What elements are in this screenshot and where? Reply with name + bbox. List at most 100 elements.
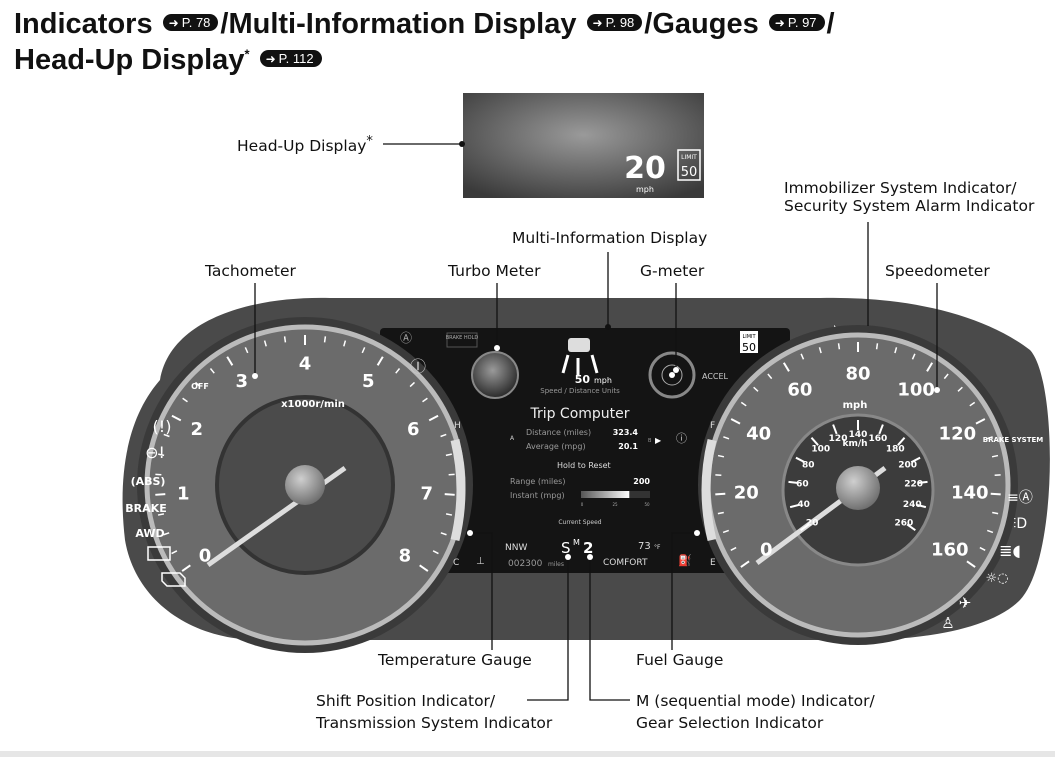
fuel-f: F: [710, 421, 715, 431]
outside-temp: 73: [638, 541, 651, 552]
speed-minor-tick: [753, 386, 759, 392]
speed-minor-tick: [717, 454, 725, 458]
tach-hub: [285, 465, 325, 505]
callout-m: M (sequential mode) Indicator/Gear Selec…: [636, 692, 875, 732]
fog-light-icon: ⫶D: [1013, 516, 1027, 532]
coolant-icon: ⊥: [476, 556, 485, 567]
speed-tick-label: 160: [931, 540, 969, 561]
hud-limit-sign: [677, 149, 701, 181]
door-icon: Ⓘ: [410, 357, 426, 376]
speed-minor-tick: [979, 546, 986, 552]
heading-hud: Head-Up Display: [14, 44, 245, 76]
kmh-unit: km/h: [842, 439, 867, 449]
car-icon: [568, 338, 590, 352]
heading-indicators: Indicators: [14, 8, 153, 40]
acc-subtitle: Speed / Distance Units: [540, 387, 620, 395]
speed-tick: [966, 560, 976, 568]
kmh-tick-label: 260: [894, 518, 913, 528]
speed-tick: [782, 362, 790, 372]
tach-minor-tick: [263, 340, 267, 347]
distance-value: 323.4: [613, 428, 639, 437]
brake-system-indicator: BRAKE SYSTEM: [983, 436, 1043, 444]
gear-selection-indicator: 2: [583, 539, 593, 557]
acc-icon: Ⓐ: [400, 331, 412, 345]
callout-turbo: Turbo Meter: [448, 262, 541, 280]
trip-b-tag: B: [648, 438, 652, 444]
kmh-tick: [917, 480, 928, 485]
temperature-gauge-bar: [450, 438, 466, 542]
tach-tick-label: 8: [399, 545, 412, 566]
tach-minor-tick: [182, 397, 188, 403]
instant-scale-25: 25: [612, 502, 618, 507]
tach-tick-label: 4: [299, 353, 312, 374]
page-ref-link[interactable]: ➜P. 98: [586, 13, 643, 31]
speed-tick-label: 80: [845, 363, 870, 384]
tach-tick: [181, 564, 191, 572]
hud-limit-label: LIMIT: [681, 154, 697, 161]
awd-indicator: AWD: [135, 527, 164, 540]
kmh-tick-label: 140: [849, 430, 868, 440]
instant-label: Instant (mpg): [510, 491, 565, 500]
limit-sign: [740, 331, 758, 353]
temp-c: C: [453, 558, 459, 568]
speed-minor-tick: [818, 347, 822, 354]
speed-tick-label: 0: [760, 540, 773, 561]
kmh-tick-label: 200: [898, 460, 917, 470]
trip-a-tag: A: [510, 435, 515, 442]
tach-minor-tick: [395, 368, 401, 374]
heading-slash: /: [826, 8, 835, 40]
heading-gauges: /Gauges: [644, 8, 759, 40]
page-ref-link[interactable]: ➜P. 78: [162, 13, 219, 31]
tach-tick-label: 7: [420, 483, 433, 504]
next-arrow-icon: ▶: [655, 436, 662, 445]
speed-minor-tick: [740, 401, 747, 407]
speed-tick-label: 20: [734, 483, 759, 504]
fuel-gauge-bar: [701, 438, 717, 542]
speed-minor-tick: [911, 353, 916, 360]
page-ref-link[interactable]: ➜P. 97: [768, 13, 825, 31]
kmh-tick-label: 40: [797, 500, 810, 510]
page-heading-line2: Head-Up Display* ➜P. 112: [14, 44, 324, 77]
tach-tick: [226, 356, 234, 366]
bottom-rule: [0, 751, 1055, 757]
g-meter: [648, 351, 696, 399]
kmh-tick-label: 20: [806, 518, 819, 528]
tach-minor-tick: [157, 513, 165, 516]
kmh-tick-label: 160: [869, 434, 888, 444]
page-ref-link[interactable]: ➜P. 112: [259, 49, 322, 67]
kmh-tick: [897, 437, 906, 446]
limit-value: 50: [742, 341, 756, 354]
speed-tick-label: 140: [951, 483, 989, 504]
heading-mid: /Multi-Information Display: [220, 8, 577, 40]
brake-hold-indicator: BRAKE HOLD: [446, 335, 479, 341]
speed-minor-tick: [875, 343, 879, 350]
instant-scale-50: 50: [644, 502, 650, 507]
callout-dots: [252, 141, 940, 560]
callout-speedometer: Speedometer: [885, 262, 990, 280]
range-label: Range (miles): [510, 477, 565, 486]
speed-minor-tick: [730, 546, 737, 552]
kmh-tick-label: 80: [802, 460, 815, 470]
speed-minor-tick: [722, 529, 730, 534]
range-value: 200: [633, 477, 650, 486]
speed-minor-tick: [767, 373, 773, 380]
kmh-tick: [906, 523, 916, 531]
tach-tick-label: 5: [362, 371, 375, 392]
accel-label: ACCEL: [702, 372, 729, 381]
distance-label: Distance (miles): [526, 428, 591, 437]
hold-to-reset: Hold to Reset: [557, 461, 611, 470]
info-icon: ⓘ: [676, 432, 687, 445]
speed-tick: [740, 560, 750, 568]
callout-gmeter: G-meter: [640, 262, 705, 280]
vsa-off-indicator: OFF: [191, 382, 209, 391]
m-indicator: M: [573, 538, 580, 547]
speed-minor-tick: [723, 436, 730, 440]
page-heading-line1: Indicators ➜P. 78/Multi-Information Disp…: [14, 8, 835, 41]
temp-unit: °F: [654, 544, 661, 551]
tach-minor-tick: [440, 532, 447, 536]
trip-computer-title: Trip Computer: [529, 406, 629, 422]
speed-minor-tick: [986, 436, 993, 440]
speed-tick-label: 60: [787, 380, 812, 401]
speed-minor-tick: [992, 511, 999, 515]
